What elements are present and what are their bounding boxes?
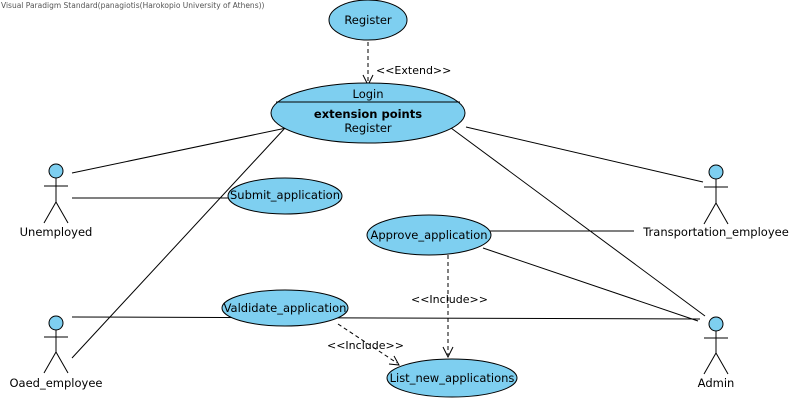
actor-transportation-employee-label: Transportation_employee — [642, 225, 789, 239]
assoc-admin-login — [450, 127, 706, 317]
use-case-login-label: Login — [352, 87, 383, 101]
actor-admin-label: Admin — [698, 376, 735, 390]
actor-oaed-employee[interactable]: Oaed_employee — [10, 315, 103, 390]
use-case-valdidate-application-label: Valdidate_application — [224, 301, 347, 315]
use-case-submit-application[interactable]: Submit_application — [227, 177, 343, 215]
use-case-login[interactable]: Login extension points Register — [270, 82, 466, 144]
extension-point-register: Register — [344, 121, 392, 135]
actor-head-icon — [708, 164, 724, 180]
actor-oaed-employee-label: Oaed_employee — [10, 376, 103, 390]
include-label-approve: <<Include>> — [411, 293, 488, 306]
actor-head-icon — [708, 316, 724, 332]
actor-head-icon — [48, 315, 64, 331]
actor-head-icon — [48, 163, 64, 179]
actor-transportation-employee[interactable]: Transportation_employee — [642, 164, 789, 239]
include-label-valdidate: <<Include>> — [327, 339, 404, 352]
use-case-list-new-applications-label: List_new_applications — [390, 371, 515, 385]
use-case-register[interactable]: Register — [328, 0, 408, 41]
associations — [71, 126, 706, 359]
actor-admin[interactable]: Admin — [698, 316, 735, 390]
include-valdidate-line — [337, 323, 398, 364]
use-case-register-label: Register — [344, 13, 392, 27]
assoc-oaed-admin — [71, 316, 701, 320]
include-approve-arrowhead — [442, 346, 454, 359]
include-valdidate-arrowhead — [388, 355, 400, 366]
use-case-list-new-applications[interactable]: List_new_applications — [386, 358, 518, 398]
assoc-admin-approve — [482, 247, 699, 322]
use-case-valdidate-application[interactable]: Valdidate_application — [221, 289, 349, 327]
extend-label: <<Extend>> — [376, 64, 451, 77]
watermark: Visual Paradigm Standard(panagiotis(Haro… — [1, 1, 265, 10]
actor-unemployed-label: Unemployed — [20, 225, 93, 239]
use-case-approve-application[interactable]: Approve_application — [366, 214, 492, 256]
extension-points-heading: extension points — [314, 107, 422, 121]
actor-unemployed[interactable]: Unemployed — [20, 163, 93, 239]
assoc-transport-login — [465, 126, 704, 183]
assoc-unemployed-login — [71, 126, 292, 174]
assoc-oaed-login — [71, 127, 286, 359]
use-case-approve-application-label: Approve_application — [370, 228, 487, 242]
use-case-submit-application-label: Submit_application — [230, 188, 340, 202]
